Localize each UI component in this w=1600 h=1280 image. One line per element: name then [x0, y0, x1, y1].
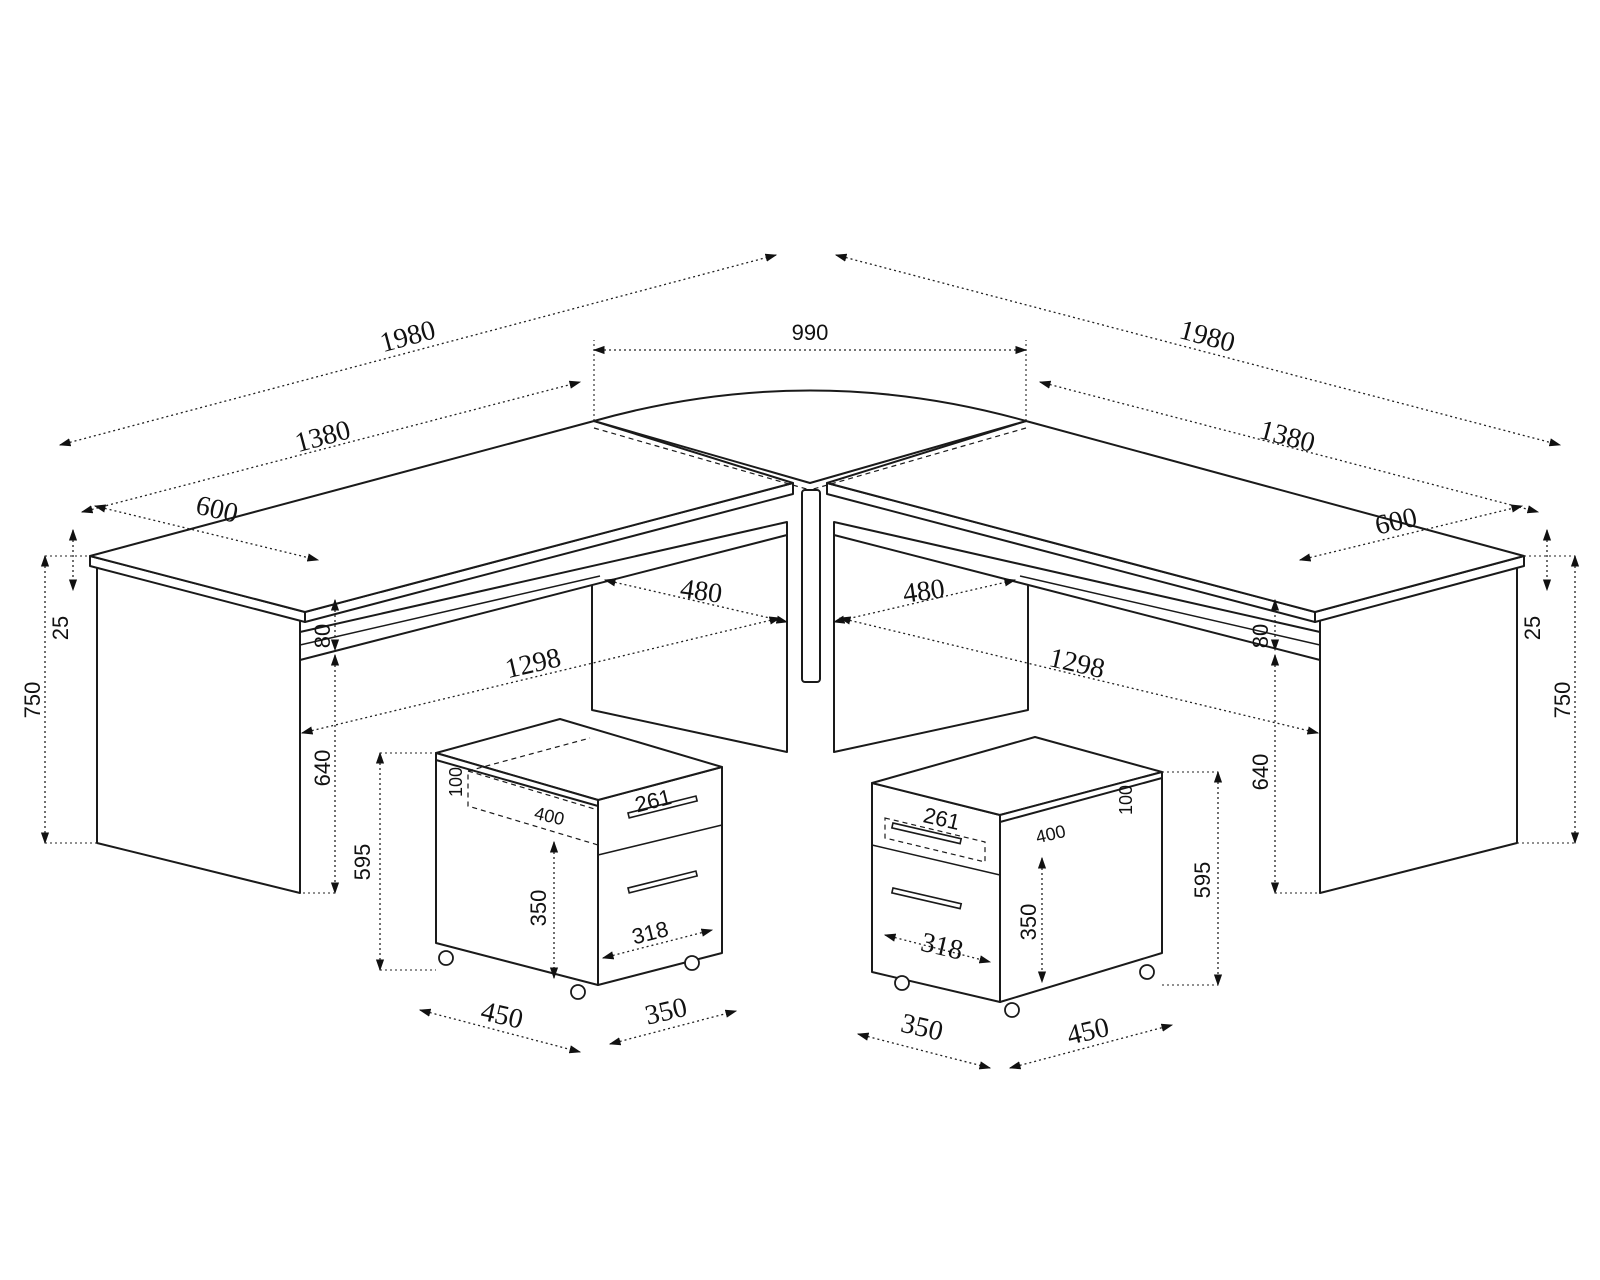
- dim-line-depth-right: [1298, 504, 1524, 562]
- label-drawer-top-height-right: 100: [1116, 785, 1136, 815]
- label-desk-length-left: 1380: [292, 415, 354, 459]
- right-pedestal-wheel: [894, 975, 910, 991]
- label-inner-length-right: 1298: [1046, 642, 1108, 685]
- label-ped-depth-left: 450: [478, 996, 526, 1036]
- left-pedestal-wheel: [438, 950, 454, 966]
- right-pedestal: [871, 736, 1163, 1018]
- left-pedestal-top-handle: [627, 795, 699, 819]
- dim-line-total-left: [58, 253, 778, 447]
- dim-line-inner-left: [300, 616, 782, 735]
- left-pedestal-inner-drawer: [467, 770, 599, 846]
- right-pedestal-drawer-split: [871, 844, 1001, 876]
- label-desk-depth-left: 600: [193, 490, 241, 530]
- dim-line-desk-right: [1038, 380, 1540, 514]
- dim-line-low-width-right: [883, 933, 992, 964]
- left-pedestal: [435, 718, 723, 1000]
- dim-line-low-width-left: [601, 928, 714, 960]
- label-corner-width: 990: [792, 320, 829, 345]
- label-ped-height-right: 595: [1190, 862, 1215, 899]
- left-pedestal-inner-back: [467, 737, 591, 772]
- corner-leg: [801, 489, 821, 683]
- dim-line-modesty-left: [603, 578, 789, 624]
- label-modesty-depth-right: 480: [901, 573, 947, 610]
- left-pedestal-low-handle: [627, 870, 699, 894]
- label-desk-length-right: 1380: [1256, 415, 1318, 459]
- left-pedestal-top-edge: [435, 752, 599, 807]
- label-ped-height-left: 595: [350, 844, 375, 881]
- right-pedestal-wheel: [1004, 1002, 1020, 1018]
- right-pedestal-top-edge: [999, 771, 1163, 823]
- label-ped-width-right: 350: [898, 1008, 946, 1048]
- label-ped-depth-right: 450: [1064, 1012, 1112, 1052]
- left-pedestal-wheel: [684, 955, 700, 971]
- label-height-right: 750: [1550, 682, 1575, 719]
- label-drawer-top-height-left: 100: [446, 767, 466, 797]
- label-height-left: 750: [20, 682, 45, 719]
- label-drawer-low-height-left: 350: [526, 890, 551, 927]
- dim-line-depth-left: [93, 504, 320, 562]
- left-pedestal-drawer-split: [597, 824, 723, 856]
- label-top-thickness-right: 25: [1520, 616, 1545, 640]
- dim-line-desk-left: [80, 380, 582, 514]
- dim-line-ped-width-left: [608, 1009, 738, 1046]
- label-inner-length-left: 1298: [502, 642, 564, 685]
- right-pedestal-low-handle: [890, 887, 963, 910]
- label-total-length-right: 1980: [1176, 315, 1238, 359]
- dimension-lines: [40, 253, 1580, 1070]
- label-knee-height-right: 640: [1248, 754, 1273, 791]
- left-pedestal-wheel: [570, 984, 586, 1000]
- label-rail-height-right: 80: [1248, 624, 1273, 648]
- label-ped-width-left: 350: [642, 992, 690, 1032]
- dim-line-inner-right: [838, 616, 1320, 735]
- label-total-length-left: 1980: [377, 315, 439, 359]
- right-pedestal-top-handle: [890, 822, 963, 845]
- right-desk-end-panel: [1319, 565, 1518, 894]
- left-desk-end-panel: [96, 565, 301, 894]
- label-top-thickness-left: 25: [48, 616, 73, 640]
- label-modesty-depth-left: 480: [678, 573, 724, 610]
- right-pedestal-wheel: [1139, 964, 1155, 980]
- label-rail-height-left: 80: [310, 624, 335, 648]
- dim-line-modesty-right: [832, 578, 1017, 624]
- label-knee-height-left: 640: [310, 750, 335, 787]
- label-drawer-low-height-right: 350: [1016, 904, 1041, 941]
